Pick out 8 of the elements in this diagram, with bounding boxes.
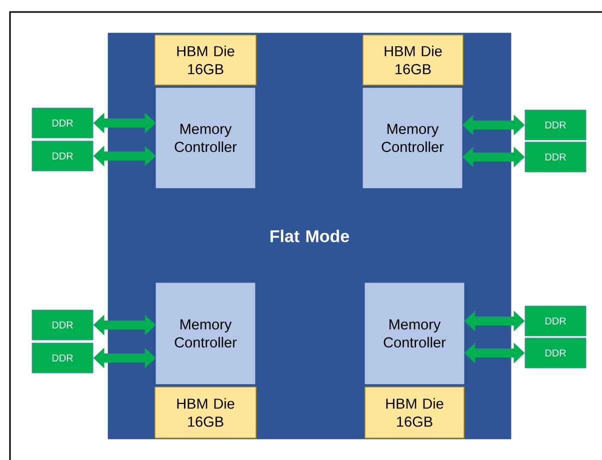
hbm-die-box: HBM Die 16GB — [154, 34, 256, 86]
hbm-die-box: HBM Die 16GB — [364, 386, 464, 438]
memory-controller-box: Memory Controller — [362, 88, 462, 188]
memory-controller-box: Memory Controller — [364, 282, 464, 384]
memory-controller-box: Memory Controller — [156, 282, 256, 384]
memory-controller-box: Memory Controller — [156, 88, 256, 188]
hbm-die-box: HBM Die 16GB — [154, 386, 256, 438]
hbm-die-box: HBM Die 16GB — [362, 34, 464, 86]
